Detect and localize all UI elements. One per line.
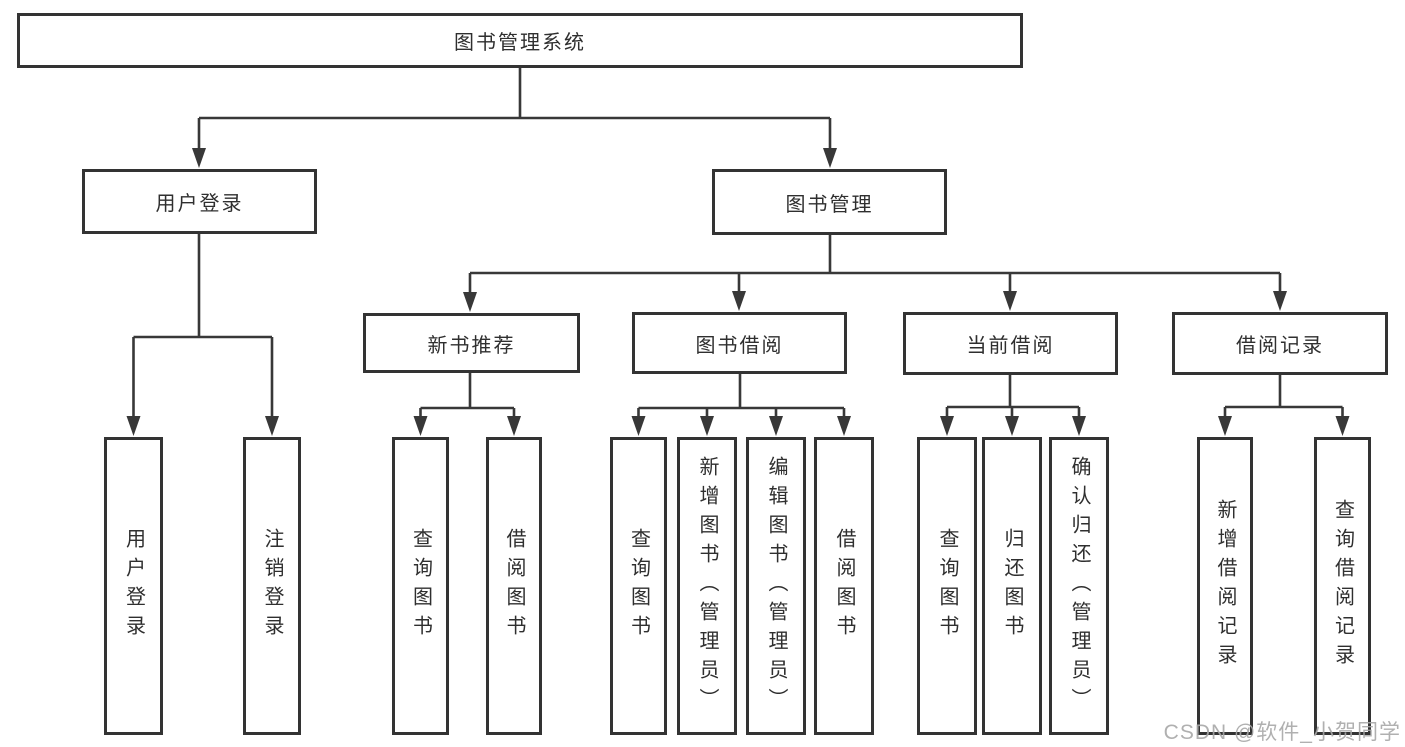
connector-borrowing-records-children	[1218, 375, 1350, 436]
leaf-add-borrow-record: 新增借阅记录	[1197, 437, 1253, 735]
node-borrowing-records: 借阅记录	[1172, 312, 1388, 375]
leaf-label: 查询图书	[936, 528, 958, 644]
leaf-label: 编辑图书（管理员）	[765, 455, 787, 717]
leaf-label: 用户登录	[122, 528, 145, 644]
node-label: 借阅记录	[1236, 335, 1324, 357]
leaf-query-borrow-record: 查询借阅记录	[1314, 437, 1371, 735]
leaf-label: 借阅图书	[833, 528, 855, 644]
connector-book-borrowing-children	[631, 374, 851, 436]
leaf-label: 借阅图书	[503, 528, 525, 644]
node-label: 图书管理	[785, 193, 874, 216]
leaf-label: 归还图书	[1001, 528, 1023, 644]
node-label: 用户登录	[155, 193, 244, 215]
node-new-book-recommend: 新书推荐	[363, 313, 580, 373]
connector-book-management-children	[463, 235, 1287, 312]
connector-root-to-level2	[192, 68, 837, 168]
leaf-label: 注销登录	[261, 528, 283, 644]
connector-user-login-children	[126, 234, 279, 436]
node-label: 新书推荐	[427, 334, 516, 357]
node-book-management: 图书管理	[712, 169, 947, 235]
leaf-add-books-admin: 新增图书（管理员）	[677, 437, 737, 735]
node-label: 图书管理系统	[454, 32, 586, 54]
leaf-logout: 注销登录	[243, 437, 301, 735]
node-label: 图书借阅	[695, 334, 784, 357]
node-library-management-system: 图书管理系统	[17, 13, 1023, 68]
leaf-query-books-current: 查询图书	[917, 437, 977, 735]
leaf-borrow-books: 借阅图书	[814, 437, 874, 735]
connector-new-book-recommend-children	[413, 373, 521, 436]
node-book-borrowing: 图书借阅	[632, 312, 847, 374]
leaf-label: 查询借阅记录	[1331, 499, 1354, 673]
connector-current-borrowing-children	[940, 375, 1086, 436]
node-current-borrowing: 当前借阅	[903, 312, 1118, 375]
leaf-label: 查询图书	[409, 528, 432, 644]
leaf-query-books-recommend: 查询图书	[392, 437, 449, 735]
leaf-return-books: 归还图书	[982, 437, 1042, 735]
leaf-query-books-borrowing: 查询图书	[610, 437, 667, 735]
leaf-label: 确认归还（管理员）	[1068, 455, 1090, 717]
leaf-confirm-return-admin: 确认归还（管理员）	[1049, 437, 1109, 735]
leaf-label: 查询图书	[627, 528, 650, 644]
node-label: 当前借阅	[966, 335, 1055, 357]
csdn-watermark: CSDN @软件_小贺同学	[1163, 721, 1401, 744]
leaf-borrow-books-recommend: 借阅图书	[486, 437, 542, 735]
node-user-login: 用户登录	[82, 169, 317, 234]
leaf-label: 新增图书（管理员）	[696, 455, 718, 717]
leaf-label: 新增借阅记录	[1214, 499, 1236, 673]
leaf-user-login: 用户登录	[104, 437, 163, 735]
leaf-edit-books-admin: 编辑图书（管理员）	[746, 437, 806, 735]
